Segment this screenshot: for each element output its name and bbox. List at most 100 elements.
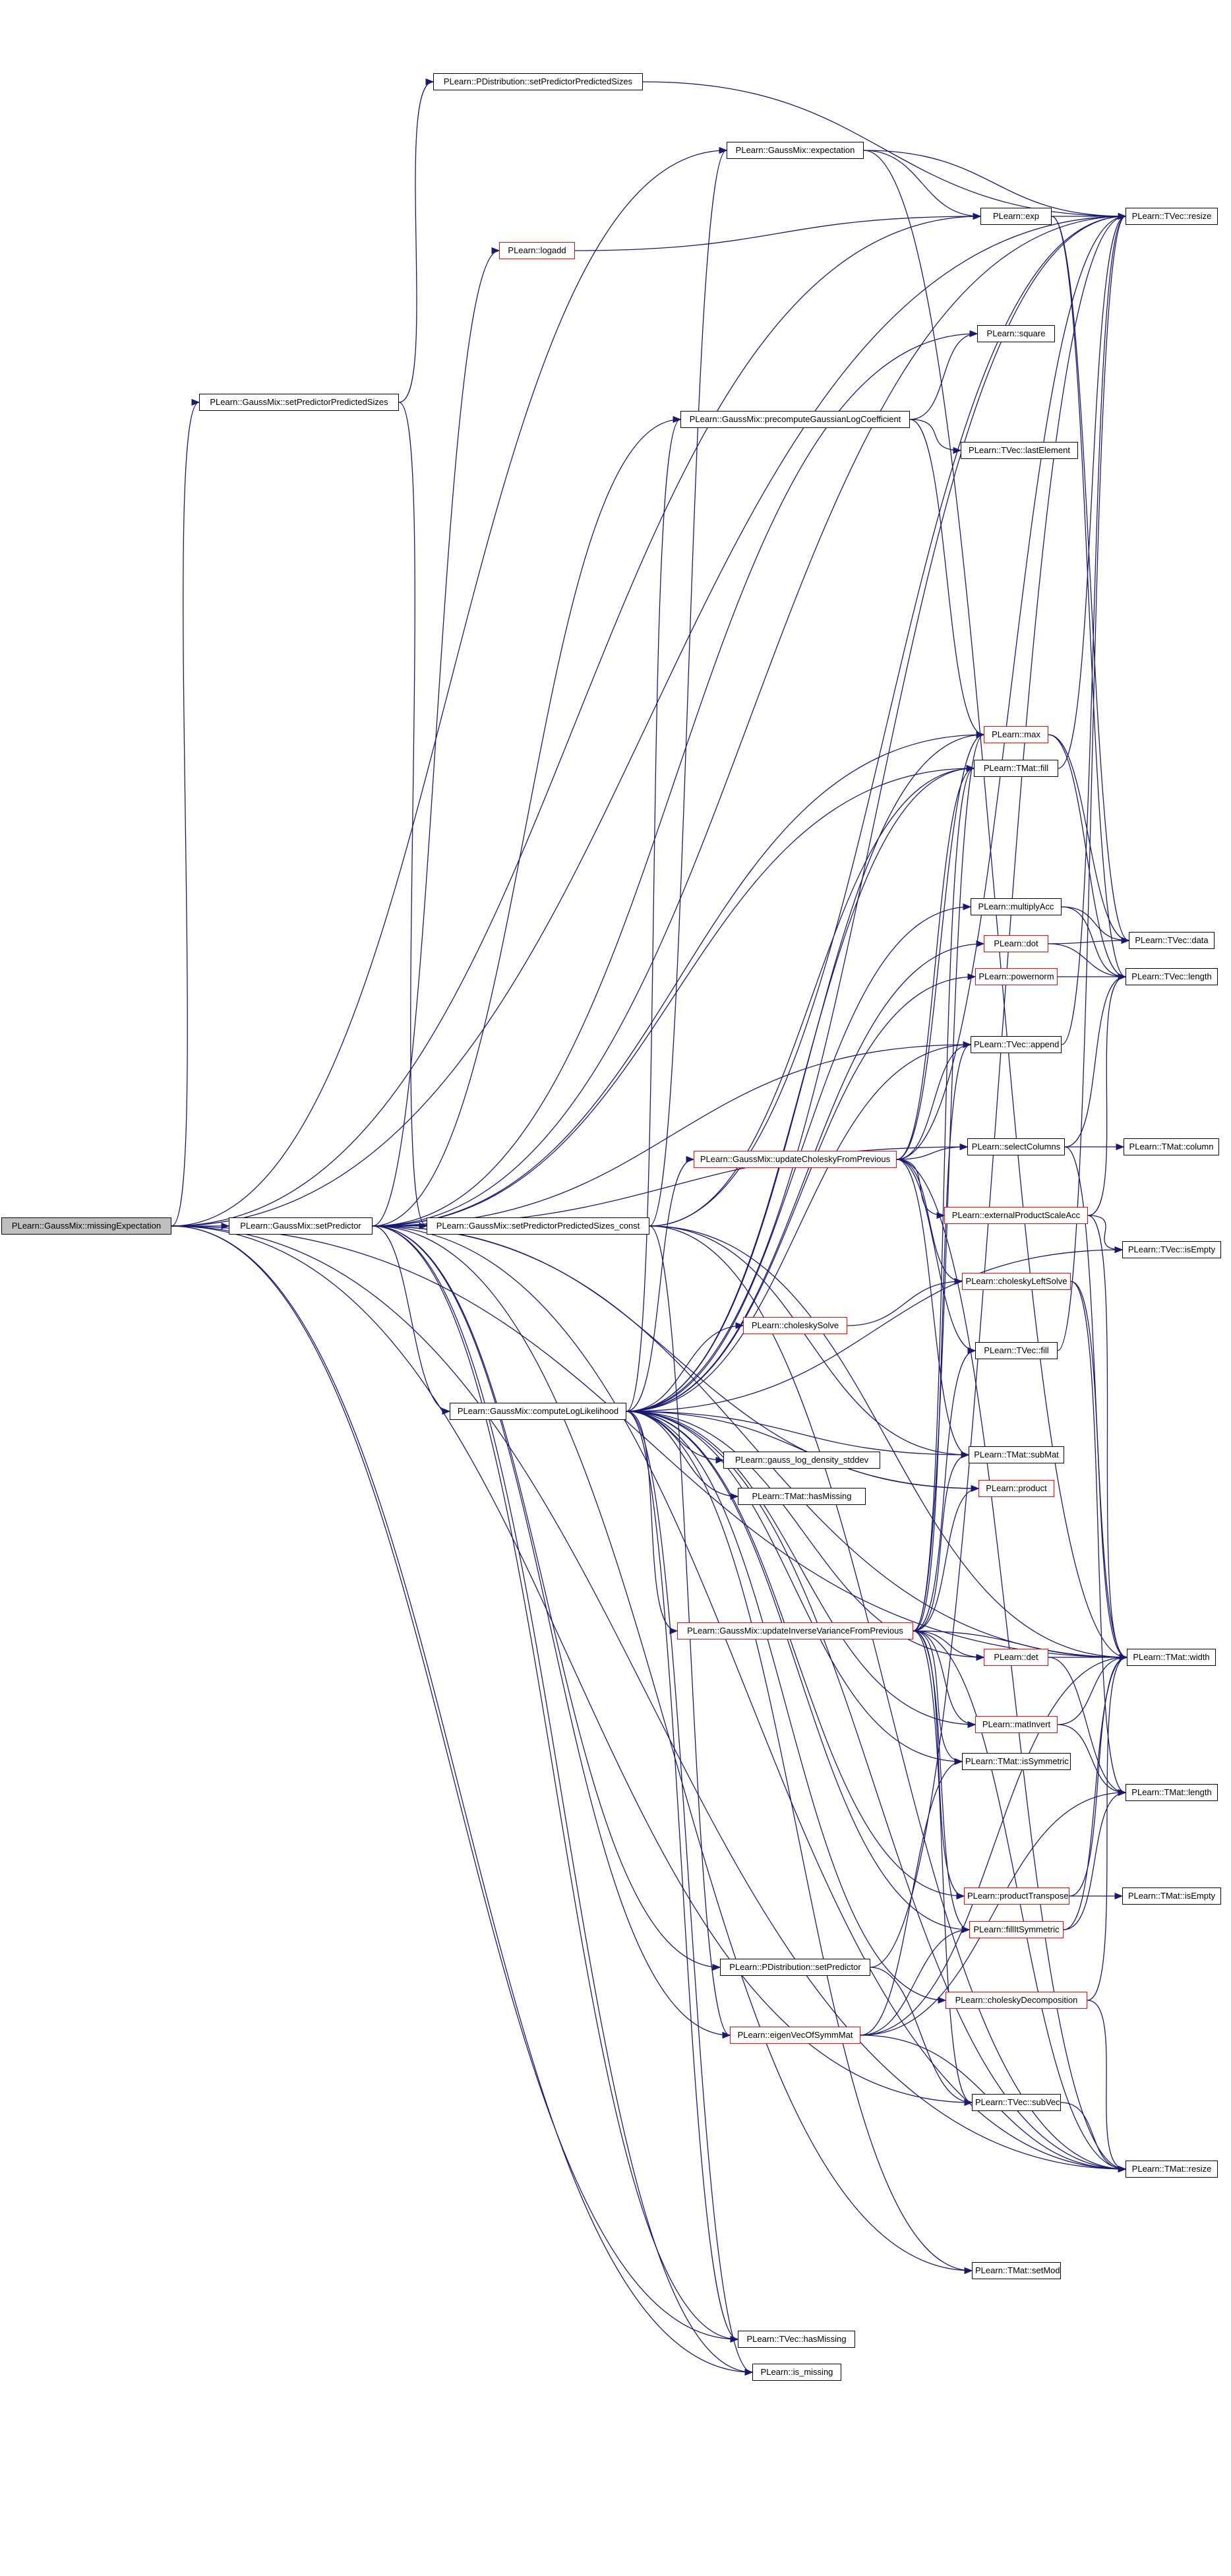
node-tmat-set-mod[interactable]: PLearn::TMat::setMod — [972, 2262, 1061, 2279]
node-set-predictor-predicted-sizes-const[interactable]: PLearn::GaussMix::setPredictorPredictedS… — [427, 1217, 649, 1235]
call-edge — [372, 212, 1127, 1227]
node-eigen-vec-of-symm-mat[interactable]: PLearn::eigenVecOfSymmMat — [730, 2027, 860, 2044]
call-edge — [171, 1225, 1128, 1661]
node-tvec-data[interactable]: PLearn::TVec::data — [1129, 932, 1215, 949]
call-edge — [860, 1758, 963, 2036]
node-cholesky-solve[interactable]: PLearn::choleskySolve — [743, 1317, 847, 1334]
call-edge — [171, 212, 1127, 1227]
call-edge — [626, 1246, 1124, 1412]
node-select-columns[interactable]: PLearn::selectColumns — [967, 1138, 1065, 1155]
call-edge — [1057, 1653, 1128, 1725]
call-edge — [171, 1225, 754, 2376]
node-logadd[interactable]: PLearn::logadd — [499, 242, 575, 259]
call-edge — [913, 1630, 973, 2106]
node-tmat-column[interactable]: PLearn::TMat::column — [1124, 1138, 1219, 1155]
call-edge — [896, 1159, 970, 1459]
call-edge — [896, 1159, 976, 1355]
call-edge — [626, 1411, 965, 1900]
node-is-missing[interactable]: PLearn::is_missing — [752, 2364, 841, 2381]
call-edge — [372, 330, 978, 1227]
call-edge — [626, 1322, 744, 1412]
call-edge — [860, 1926, 971, 2036]
node-tvec-resize[interactable]: PLearn::TVec::resize — [1126, 208, 1218, 225]
call-edge — [398, 78, 435, 403]
node-tvec-append[interactable]: PLearn::TVec::append — [971, 1036, 1062, 1053]
call-edge — [626, 1411, 973, 2275]
node-update-cholesky-from-previous[interactable]: PLearn::GaussMix::updateCholeskyFromPrev… — [694, 1151, 897, 1168]
call-edge — [642, 81, 1127, 220]
node-tmat-sub-mat[interactable]: PLearn::TMat::subMat — [969, 1446, 1064, 1463]
node-det[interactable]: PLearn::det — [984, 1649, 1048, 1666]
call-edge — [171, 1225, 739, 2343]
node-cholesky-decomposition[interactable]: PLearn::choleskyDecomposition — [946, 1992, 1087, 2009]
call-edge — [860, 1653, 1128, 2036]
node-multiply-acc[interactable]: PLearn::multiplyAcc — [971, 898, 1062, 915]
node-gaussmix-set-predictor-predicted-sizes[interactable]: PLearn::GaussMix::setPredictorPredictedS… — [199, 394, 399, 411]
call-edge — [1060, 2102, 1127, 2173]
node-product-transpose[interactable]: PLearn::productTranspose — [964, 1887, 1069, 1905]
call-edge — [649, 1225, 1127, 2173]
node-gaussmix-set-predictor[interactable]: PLearn::GaussMix::setPredictor — [229, 1217, 373, 1235]
node-tvec-fill[interactable]: PLearn::TVec::fill — [975, 1342, 1058, 1359]
call-edge — [913, 1630, 1128, 1661]
node-tvec-is-empty[interactable]: PLearn::TVec::isEmpty — [1122, 1241, 1221, 1258]
call-edge — [626, 1411, 678, 1635]
node-square[interactable]: PLearn::square — [977, 325, 1055, 342]
node-precompute-gaussian-log-coefficient[interactable]: PLearn::GaussMix::precomputeGaussianLogC… — [680, 411, 910, 428]
call-edge — [896, 1159, 946, 1219]
node-tvec-has-missing[interactable]: PLearn::TVec::hasMissing — [738, 2331, 855, 2348]
node-compute-log-likelihood[interactable]: PLearn::GaussMix::computeLogLikelihood — [450, 1403, 626, 1420]
node-cholesky-left-solve[interactable]: PLearn::choleskyLeftSolve — [962, 1273, 1071, 1290]
node-tvec-length[interactable]: PLearn::TVec::length — [1126, 968, 1218, 985]
call-edge — [913, 1630, 985, 1661]
call-edge — [1070, 1281, 1128, 1661]
node-tmat-resize[interactable]: PLearn::TMat::resize — [1126, 2161, 1218, 2178]
node-exp[interactable]: PLearn::exp — [980, 208, 1052, 225]
node-tmat-is-symmetric[interactable]: PLearn::TMat::isSymmetric — [962, 1753, 1071, 1770]
call-edge — [171, 399, 200, 1227]
call-edge — [896, 731, 985, 1160]
node-tmat-width[interactable]: PLearn::TMat::width — [1127, 1649, 1216, 1666]
call-edge — [372, 731, 985, 1227]
node-fill-it-symmetric[interactable]: PLearn::fillItSymmetric — [969, 1921, 1064, 1938]
call-edge — [1048, 1657, 1127, 1796]
node-missing-expectation[interactable]: PLearn::GaussMix::missingExpectation — [1, 1217, 171, 1235]
call-edge — [626, 1155, 695, 1412]
node-external-product-scale-acc[interactable]: PLearn::externalProductScaleAcc — [944, 1207, 1088, 1224]
node-tmat-has-missing[interactable]: PLearn::TMat::hasMissing — [738, 1488, 866, 1505]
call-edge — [372, 1225, 973, 2275]
call-edge — [372, 415, 682, 1227]
node-pdistribution-set-predictor-predicted-sizes[interactable]: PLearn::PDistribution::setPredictorPredi… — [433, 73, 643, 90]
call-edge — [913, 1451, 970, 1632]
call-edge — [1087, 1215, 1124, 1254]
node-tmat-length[interactable]: PLearn::TMat::length — [1126, 1784, 1218, 1801]
call-edge — [896, 1041, 972, 1160]
call-edge — [1064, 973, 1127, 1148]
node-mat-invert[interactable]: PLearn::matInvert — [975, 1716, 1058, 1733]
call-edge — [626, 1411, 985, 1661]
call-edge — [574, 212, 982, 251]
call-edge — [626, 1411, 971, 1934]
call-edge — [909, 419, 962, 454]
call-edge — [1048, 734, 1130, 944]
node-tvec-sub-vec[interactable]: PLearn::TVec::subVec — [972, 2094, 1061, 2111]
node-pdistribution-set-predictor[interactable]: PLearn::PDistribution::setPredictor — [720, 1959, 870, 1976]
node-tmat-fill[interactable]: PLearn::TMat::fill — [974, 760, 1058, 777]
node-tmat-is-empty[interactable]: PLearn::TMat::isEmpty — [1122, 1887, 1221, 1905]
call-edge — [372, 247, 500, 1227]
node-update-inverse-variance-from-previous[interactable]: PLearn::GaussMix::updateInverseVarianceF… — [677, 1622, 913, 1640]
node-max[interactable]: PLearn::max — [984, 726, 1048, 743]
node-gaussmix-expectation[interactable]: PLearn::GaussMix::expectation — [727, 142, 864, 159]
call-edge — [913, 1630, 976, 1729]
node-tvec-last-element[interactable]: PLearn::TVec::lastElement — [961, 442, 1078, 459]
call-edge — [372, 1225, 1128, 1661]
node-gauss-log-density-stddev[interactable]: PLearn::gauss_log_density_stddev — [723, 1452, 880, 1469]
call-edge — [1070, 1281, 1127, 1796]
call-edge — [896, 764, 975, 1160]
call-edge — [870, 1967, 973, 2106]
call-edge — [913, 1485, 980, 1632]
call-edge — [1051, 216, 1127, 980]
node-dot[interactable]: PLearn::dot — [984, 935, 1048, 952]
node-product[interactable]: PLearn::product — [978, 1480, 1054, 1497]
node-powernorm[interactable]: PLearn::powernorm — [975, 968, 1058, 985]
